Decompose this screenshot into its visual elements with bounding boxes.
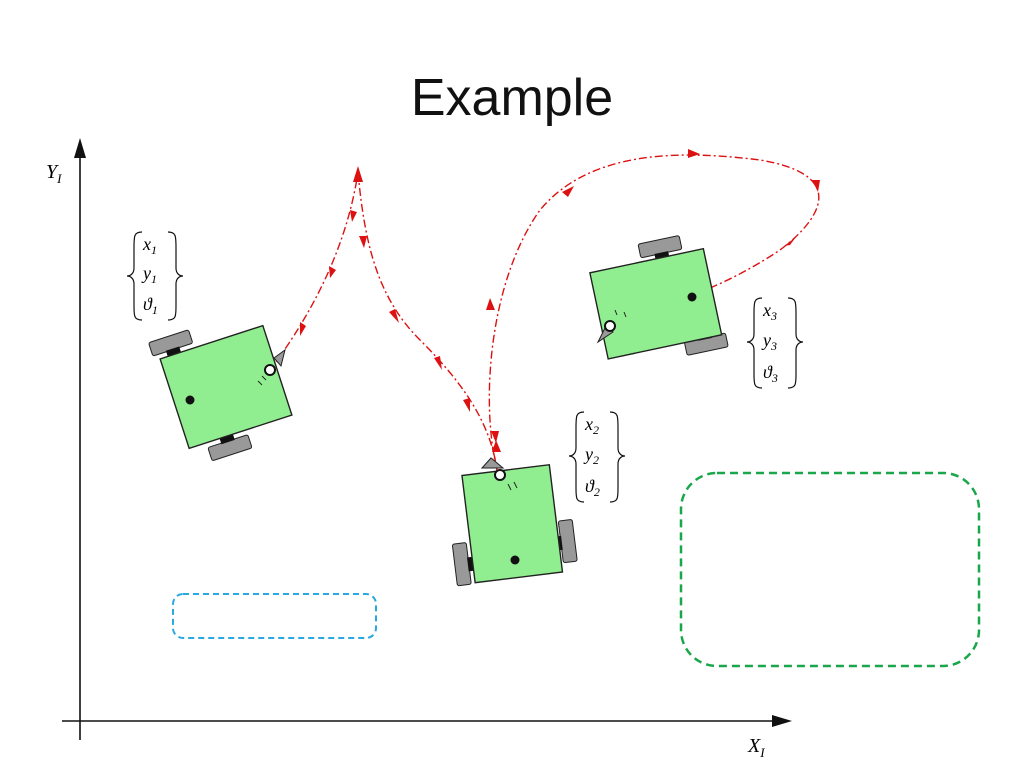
robot-1 xyxy=(148,324,293,461)
robot-3-center xyxy=(687,292,697,302)
robot-2-caster xyxy=(480,457,505,469)
arrow-3a xyxy=(486,298,495,310)
robot-3-front-point xyxy=(604,320,616,332)
arrow-2e xyxy=(491,431,499,443)
arrow-2d xyxy=(463,398,470,412)
svg-text:ϑ1: ϑ1 xyxy=(143,294,158,317)
state-vector-3: x3 y3 ϑ3 xyxy=(746,297,804,389)
trajectory-2 xyxy=(357,171,516,561)
robot-3 xyxy=(589,235,729,360)
arrow-2a xyxy=(359,236,367,248)
robot-1-front-point xyxy=(264,364,276,376)
robot-2 xyxy=(452,457,578,587)
trajectory-arrows xyxy=(229,149,820,562)
robot-1-body xyxy=(159,324,293,450)
slide-title: Example xyxy=(410,69,614,127)
robot-1-caster xyxy=(273,348,286,368)
svg-text:y2: y2 xyxy=(583,444,599,467)
robot-2-front-point xyxy=(494,469,506,481)
robot-2-center xyxy=(510,555,520,565)
arrow-1c xyxy=(329,266,336,278)
arrow-3e xyxy=(812,180,820,192)
blue-dashed-box xyxy=(172,593,377,639)
svg-text:x3: x3 xyxy=(762,300,777,323)
arrow-3b xyxy=(492,440,501,452)
arrow-3d xyxy=(688,149,700,158)
svg-text:y3: y3 xyxy=(761,330,777,353)
arrow-2c xyxy=(434,356,442,370)
trajectory-3 xyxy=(488,154,820,471)
robot-1-center xyxy=(185,395,195,405)
arrow-1d xyxy=(350,210,357,222)
state-vector-2: x2 y2 ϑ2 xyxy=(568,411,626,503)
svg-text:ϑ2: ϑ2 xyxy=(585,476,600,499)
x-axis-arrowhead xyxy=(772,715,792,727)
state-vector-1: x1 y1 ϑ1 xyxy=(126,231,184,321)
arrow-up-top xyxy=(353,166,363,182)
svg-text:y1: y1 xyxy=(141,263,157,286)
arrow-1b xyxy=(300,322,306,336)
arrow-3c xyxy=(562,186,574,197)
green-dashed-box xyxy=(679,471,981,668)
robot-3-body xyxy=(589,247,723,360)
svg-text:x2: x2 xyxy=(584,414,599,437)
x-axis-label: XI xyxy=(747,735,765,760)
svg-text:x1: x1 xyxy=(142,234,157,257)
arrow-3f xyxy=(784,237,796,246)
y-axis-label: YI xyxy=(46,161,62,186)
arrow-2b xyxy=(389,309,399,323)
robot-2-body xyxy=(461,464,564,584)
y-axis-arrowhead xyxy=(74,138,86,158)
svg-text:ϑ3: ϑ3 xyxy=(763,362,778,385)
